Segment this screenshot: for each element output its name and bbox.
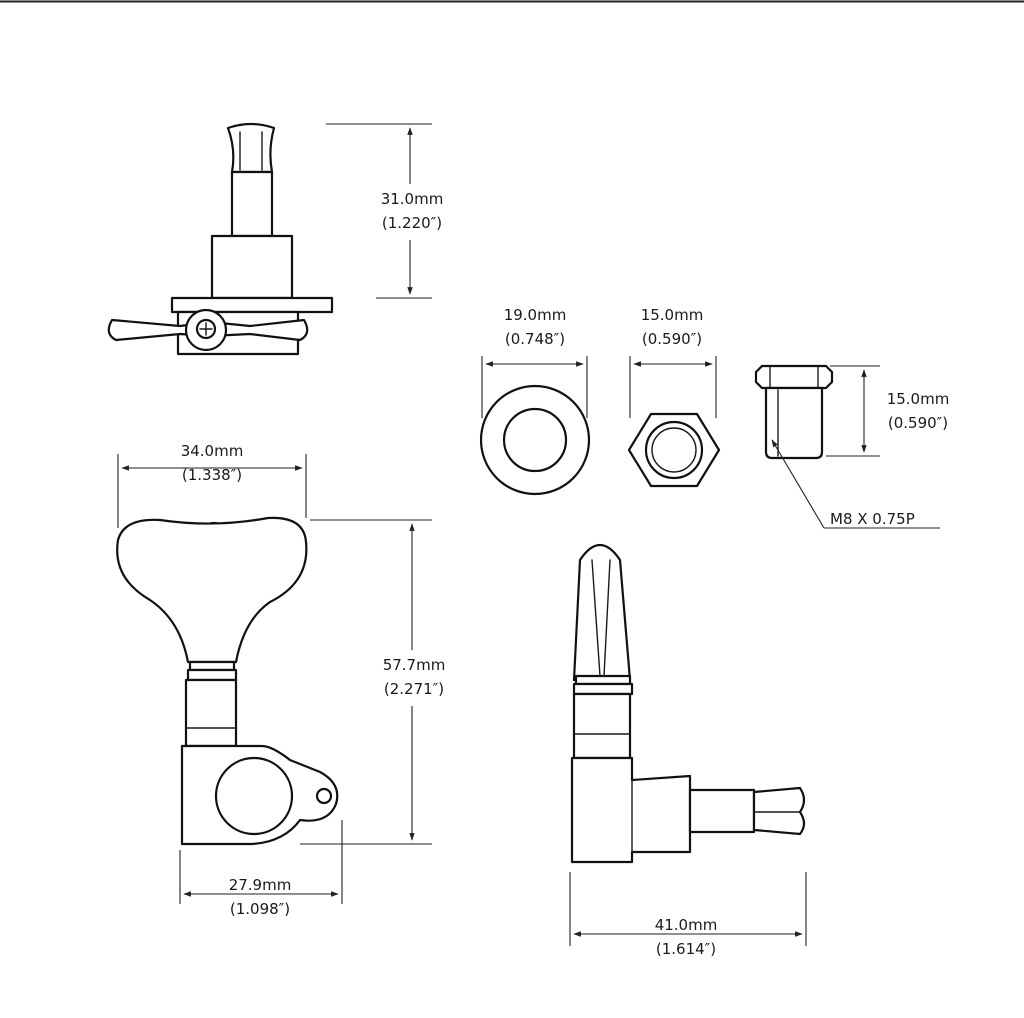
dimension-button-width: 34.0mm (1.338″): [117, 442, 307, 528]
button-width-metric: 34.0mm: [181, 442, 244, 460]
front-view-tuner: [116, 516, 339, 846]
washer-diameter-metric: 19.0mm: [504, 306, 567, 324]
dimension-side-depth: 41.0mm (1.614″): [569, 872, 807, 958]
side-view-tuner: [570, 543, 806, 864]
side-depth-metric: 41.0mm: [655, 916, 718, 934]
base-width-metric: 27.9mm: [229, 876, 292, 894]
bushing-height-metric: 15.0mm: [887, 390, 950, 408]
post-height-metric: 31.0mm: [381, 190, 444, 208]
washer-part: [479, 384, 591, 496]
dimension-base-width: 27.9mm (1.098″): [179, 820, 343, 918]
top-view-tuner: [107, 122, 334, 356]
bushing-height-imperial: (0.590″): [888, 414, 948, 432]
overall-height-metric: 57.7mm: [383, 656, 446, 674]
dimension-bushing-height: 15.0mm (0.590″): [826, 365, 950, 457]
post-height-imperial: (1.220″): [382, 214, 442, 232]
nut-width-metric: 15.0mm: [641, 306, 704, 324]
bushing-part: [754, 364, 834, 460]
button-width-imperial: (1.338″): [182, 466, 242, 484]
thread-spec-label: M8 X 0.75P: [830, 510, 915, 528]
washer-diameter-imperial: (0.748″): [505, 330, 565, 348]
dimension-overall-height: 57.7mm (2.271″): [300, 519, 446, 845]
thread-leader: M8 X 0.75P: [771, 439, 940, 529]
hex-nut-part: [627, 412, 721, 488]
overall-height-imperial: (2.271″): [384, 680, 444, 698]
nut-width-imperial: (0.590″): [642, 330, 702, 348]
base-width-imperial: (1.098″): [230, 900, 290, 918]
side-depth-imperial: (1.614″): [656, 940, 716, 958]
dimension-nut-width: 15.0mm (0.590″): [629, 306, 717, 418]
dimension-post-height: 31.0mm (1.220″): [326, 123, 444, 299]
dimension-washer-diameter: 19.0mm (0.748″): [481, 306, 588, 418]
